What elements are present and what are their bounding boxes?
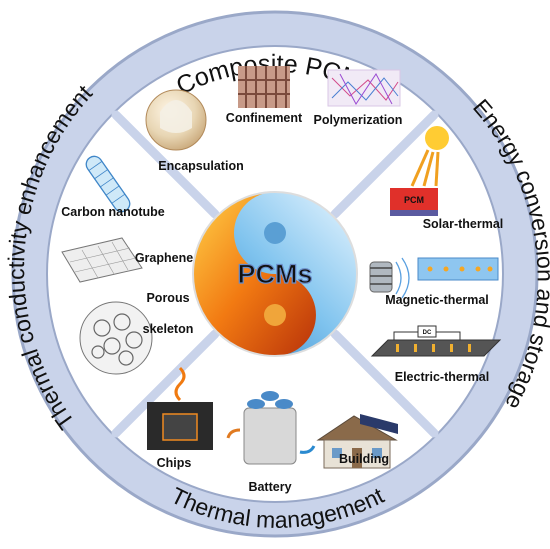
magnetic-thermal-icon [369, 257, 499, 299]
building-icon [316, 414, 398, 469]
label-magnetic-thermal: Magnetic-thermal [385, 293, 489, 307]
center-label: PCMs [237, 259, 312, 289]
electric-thermal-icon [370, 325, 502, 357]
encapsulation-sphere-icon [145, 89, 207, 151]
label-dc: DC [423, 330, 432, 336]
label-electric-thermal: Electric-thermal [395, 370, 489, 384]
label-chips: Chips [157, 456, 192, 470]
label-building: Building [339, 452, 389, 466]
label-porous-line1: Porous [146, 291, 189, 305]
label-polymerization: Polymerization [314, 113, 403, 127]
label-solar-thermal: Solar-thermal [423, 217, 504, 231]
solar-thermal-icon [390, 126, 449, 216]
carbon-nanotube-icon [85, 155, 131, 213]
battery-icon [226, 391, 316, 465]
quadrant-dividers [111, 110, 439, 438]
chip-icon [147, 366, 213, 450]
label-graphene: Graphene [135, 251, 193, 265]
polymerization-network-icon [327, 69, 401, 107]
label-pcm-block: PCM [404, 195, 424, 205]
label-battery: Battery [248, 480, 291, 494]
pcm-yin-yang-emblem [192, 191, 358, 357]
confinement-lattice-icon [238, 66, 290, 108]
label-confinement: Confinement [226, 111, 303, 125]
label-porous-line2: skeleton [143, 322, 194, 336]
label-encapsulation: Encapsulation [158, 159, 243, 173]
graphene-sheet-icon [61, 237, 143, 283]
porous-skeleton-icon [79, 301, 153, 375]
label-carbon-nanotube: Carbon nanotube [61, 205, 165, 219]
